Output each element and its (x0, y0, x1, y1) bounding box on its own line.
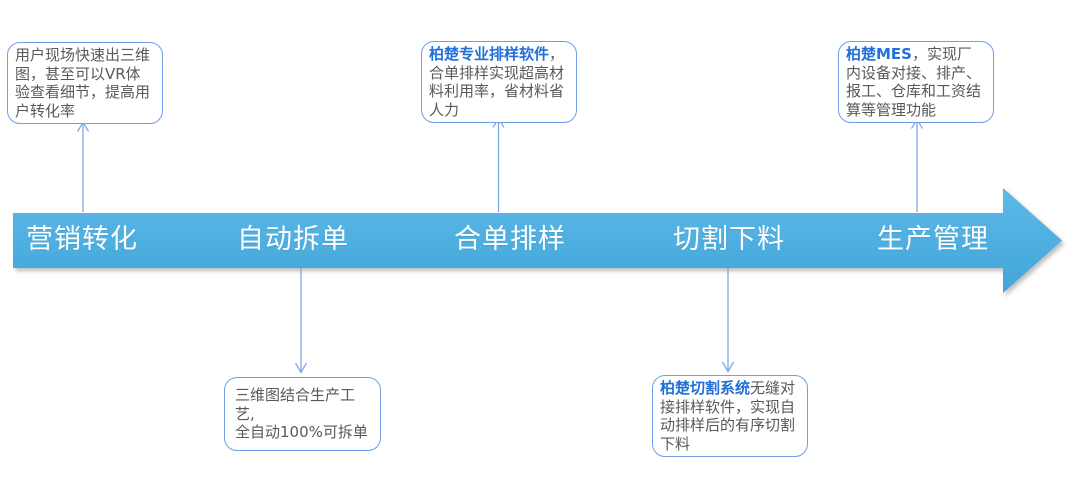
callout-mes: 柏楚MES，实现厂内设备对接、排产、报工、仓库和工资结算等管理功能 (838, 41, 994, 123)
callout-text: 柏楚MES，实现厂内设备对接、排产、报工、仓库和工资结算等管理功能 (846, 45, 982, 119)
connector-arrow-up-mes (910, 118, 924, 212)
callout-text: 柏楚切割系统无缝对接排样软件，实现自动排样后的有序切割下料 (660, 379, 796, 453)
callout-marketing-3d: 用户现场快速出三维图，甚至可以VR体验查看细节，提高用户转化率 (7, 42, 163, 124)
stage-label-production: 生产管理 (877, 224, 989, 255)
connector-arrow-up-nesting (492, 117, 505, 212)
callout-text: 柏楚专业排样软件，合单排样实现超高材料利用率，省材料省人力 (429, 45, 565, 119)
callout-auto-split: 三维图结合生产工艺,全自动100%可拆单 (224, 377, 381, 451)
connector-arrow-down-cutting (721, 268, 735, 373)
stage-label-auto-split: 自动拆单 (237, 224, 349, 255)
stage-label-cutting: 切割下料 (673, 224, 785, 255)
stage-label-marketing: 营销转化 (26, 224, 138, 255)
stage-label-nesting: 合单排样 (454, 224, 566, 255)
callout-text: 用户现场快速出三维图，甚至可以VR体验查看细节，提高用户转化率 (15, 46, 151, 120)
connector-arrow-up-marketing (76, 121, 90, 212)
connector-arrow-down-auto-split (294, 268, 308, 374)
main-process-arrow (13, 188, 1062, 293)
callout-text: 三维图结合生产工艺,全自动100%可拆单 (235, 386, 368, 442)
callout-cutting-system: 柏楚切割系统无缝对接排样软件，实现自动排样后的有序切割下料 (652, 375, 808, 457)
callout-nesting-software: 柏楚专业排样软件，合单排样实现超高材料利用率，省材料省人力 (421, 41, 577, 123)
